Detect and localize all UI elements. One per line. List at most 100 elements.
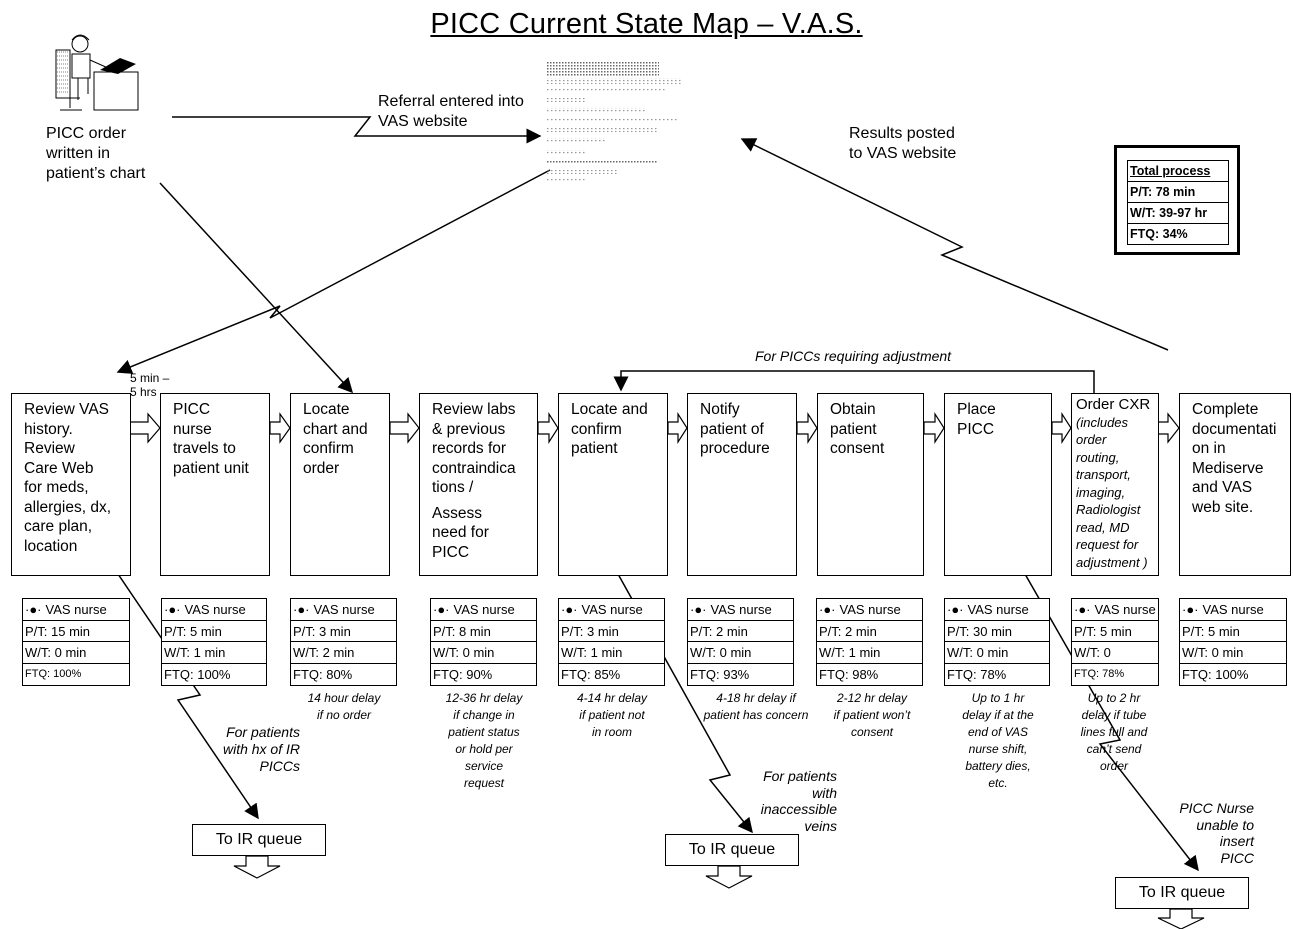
delay-line: can’t send bbox=[1086, 742, 1142, 756]
delay-note-place-picc: Up to 1 hr delay if at the end of VAS nu… bbox=[944, 690, 1052, 792]
data-wt: W/T: 0 min bbox=[23, 642, 129, 664]
process-text: chart and bbox=[303, 420, 368, 438]
data-pt: P/T: 8 min bbox=[431, 621, 536, 642]
delay-line: 4-14 hr delay bbox=[576, 691, 648, 705]
process-text: PICC bbox=[957, 420, 995, 438]
process-text: confirm bbox=[303, 440, 354, 457]
process-box-review-labs: Review labs & previous records for contr… bbox=[419, 393, 538, 576]
process-text: Review bbox=[24, 440, 75, 457]
start-note: PICC order written in patient’s chart bbox=[46, 124, 145, 184]
process-text: Order CXR bbox=[1076, 396, 1151, 413]
data-ftq: FTQ: 80% bbox=[293, 666, 353, 682]
data-wt: W/T: 1 min bbox=[162, 642, 266, 664]
delay-line: order bbox=[1099, 759, 1128, 773]
data-wt: W/T: 0 min bbox=[431, 642, 536, 664]
process-text: patient bbox=[830, 420, 877, 438]
results-posted-line: to VAS website bbox=[849, 145, 957, 162]
website-to-review-arrow bbox=[116, 169, 551, 374]
ir-queue-tails bbox=[233, 855, 1205, 929]
ir-branch-line: veins bbox=[804, 817, 837, 834]
data-pt: P/T: 30 min bbox=[945, 621, 1049, 642]
process-text: Review VAS bbox=[24, 401, 109, 418]
process-box-notify-patient: Notify patient of procedure bbox=[687, 393, 797, 576]
data-wt: W/T: 0 min bbox=[688, 642, 793, 664]
process-text: tions / bbox=[432, 479, 474, 496]
process-text: travels to bbox=[173, 440, 236, 457]
delay-line: if no order bbox=[316, 708, 372, 722]
ir-branch-line: with hx of IR bbox=[222, 741, 300, 757]
delay-line: battery dies, bbox=[965, 759, 1031, 773]
delay-line: patient status bbox=[448, 725, 520, 739]
data-ftq: FTQ: 98% bbox=[819, 666, 879, 682]
delay-note-review-labs: 12-36 hr delay if change in patient stat… bbox=[430, 690, 538, 792]
ir-queue-box-3: To IR queue bbox=[1115, 877, 1249, 909]
process-text: Care Web bbox=[24, 459, 94, 477]
nurse-icon: ·●· bbox=[433, 601, 450, 617]
chart-to-locate-arrow bbox=[159, 182, 354, 394]
process-text: Place bbox=[957, 401, 996, 418]
process-text: Complete bbox=[1192, 401, 1259, 418]
process-text: PICC bbox=[173, 401, 211, 418]
data-role: VAS nurse bbox=[967, 601, 1029, 617]
data-ftq: FTQ: 100% bbox=[164, 666, 231, 682]
process-text: contraindica bbox=[432, 459, 516, 477]
process-text: Obtain bbox=[830, 401, 876, 418]
process-text: confirm bbox=[571, 420, 622, 438]
process-text: history. bbox=[24, 420, 73, 438]
data-role: VAS nurse bbox=[839, 601, 901, 617]
process-text: patient bbox=[571, 440, 618, 457]
process-box-place-picc: Place PICC bbox=[944, 393, 1052, 576]
data-box-3: ·●·VAS nurse P/T: 3 min W/T: 2 min FTQ: … bbox=[290, 598, 397, 686]
data-ftq: FTQ: 93% bbox=[690, 666, 750, 682]
data-pt: P/T: 15 min bbox=[23, 621, 129, 642]
data-ftq: FTQ: 78% bbox=[1074, 667, 1125, 680]
data-pt: P/T: 3 min bbox=[291, 621, 396, 642]
ir-branch-line: PICC Nurse bbox=[1179, 800, 1254, 816]
process-text: on in bbox=[1192, 440, 1226, 457]
ir-queue-box-1: To IR queue bbox=[192, 824, 326, 856]
data-box-10: ·●·VAS nurse P/T: 5 min W/T: 0 min FTQ: … bbox=[1179, 598, 1287, 686]
process-text: adjustment ) bbox=[1076, 554, 1148, 570]
data-box-4: ·●·VAS nurse P/T: 8 min W/T: 0 min FTQ: … bbox=[430, 598, 537, 686]
data-role: VAS nurse bbox=[45, 601, 107, 617]
process-box-locate-chart: Locate chart and confirm order bbox=[290, 393, 390, 576]
process-box-locate-patient: Locate and confirm patient bbox=[558, 393, 668, 576]
flow-arrows bbox=[129, 411, 1180, 445]
start-note-line: patient’s chart bbox=[46, 165, 146, 182]
nurse-icon: ·●· bbox=[561, 601, 578, 617]
process-text: Review labs bbox=[432, 401, 516, 418]
process-text: routing, bbox=[1076, 449, 1120, 465]
process-text: imaging, bbox=[1076, 484, 1126, 500]
process-text: patient unit bbox=[173, 459, 249, 477]
vas-website-thumbnail bbox=[547, 62, 682, 182]
data-ftq: FTQ: 78% bbox=[947, 666, 1007, 682]
delay-line: delay if tube bbox=[1081, 708, 1147, 722]
process-box-nurse-travels: PICC nurse travels to patient unit bbox=[160, 393, 270, 576]
ir-branch-label-3: PICC Nurse unable to insert PICC bbox=[1160, 800, 1254, 866]
nurse-icon: ·●· bbox=[1074, 601, 1091, 617]
start-note-line: written in bbox=[46, 145, 111, 162]
referral-label-line: VAS website bbox=[378, 113, 468, 130]
process-text: transport, bbox=[1076, 467, 1131, 482]
data-box-9: ·●·VAS nurse P/T: 5 min W/T: 0 FTQ: 78% bbox=[1071, 598, 1159, 686]
data-wt: W/T: 0 bbox=[1072, 642, 1158, 664]
delay-line: etc. bbox=[988, 776, 1008, 790]
data-wt: W/T: 2 min bbox=[291, 642, 396, 664]
delay-note-locate-chart: 14 hour delay if no order bbox=[290, 690, 398, 724]
first-wait-label: 5 min – 5 hrs bbox=[130, 371, 169, 399]
data-box-2: ·●·VAS nurse P/T: 5 min W/T: 1 min FTQ: … bbox=[161, 598, 267, 686]
total-process-wt: W/T: 39-97 hr bbox=[1128, 203, 1228, 224]
process-text: order bbox=[303, 459, 340, 477]
ir-branch-label-2: For patients with inaccessible veins bbox=[735, 768, 837, 834]
data-pt: P/T: 3 min bbox=[559, 621, 664, 642]
data-wt: W/T: 0 min bbox=[1180, 642, 1286, 664]
process-text: Notify bbox=[700, 401, 740, 418]
process-text: read, MD bbox=[1076, 519, 1130, 535]
delay-line: 2-12 hr delay bbox=[836, 691, 908, 705]
data-ftq: FTQ: 100% bbox=[25, 667, 82, 680]
total-process-ftq: FTQ: 34% bbox=[1128, 224, 1228, 245]
delay-line: patient has concern bbox=[703, 708, 809, 722]
delay-line: Up to 1 hr bbox=[971, 691, 1025, 705]
process-text: need for bbox=[432, 524, 489, 541]
